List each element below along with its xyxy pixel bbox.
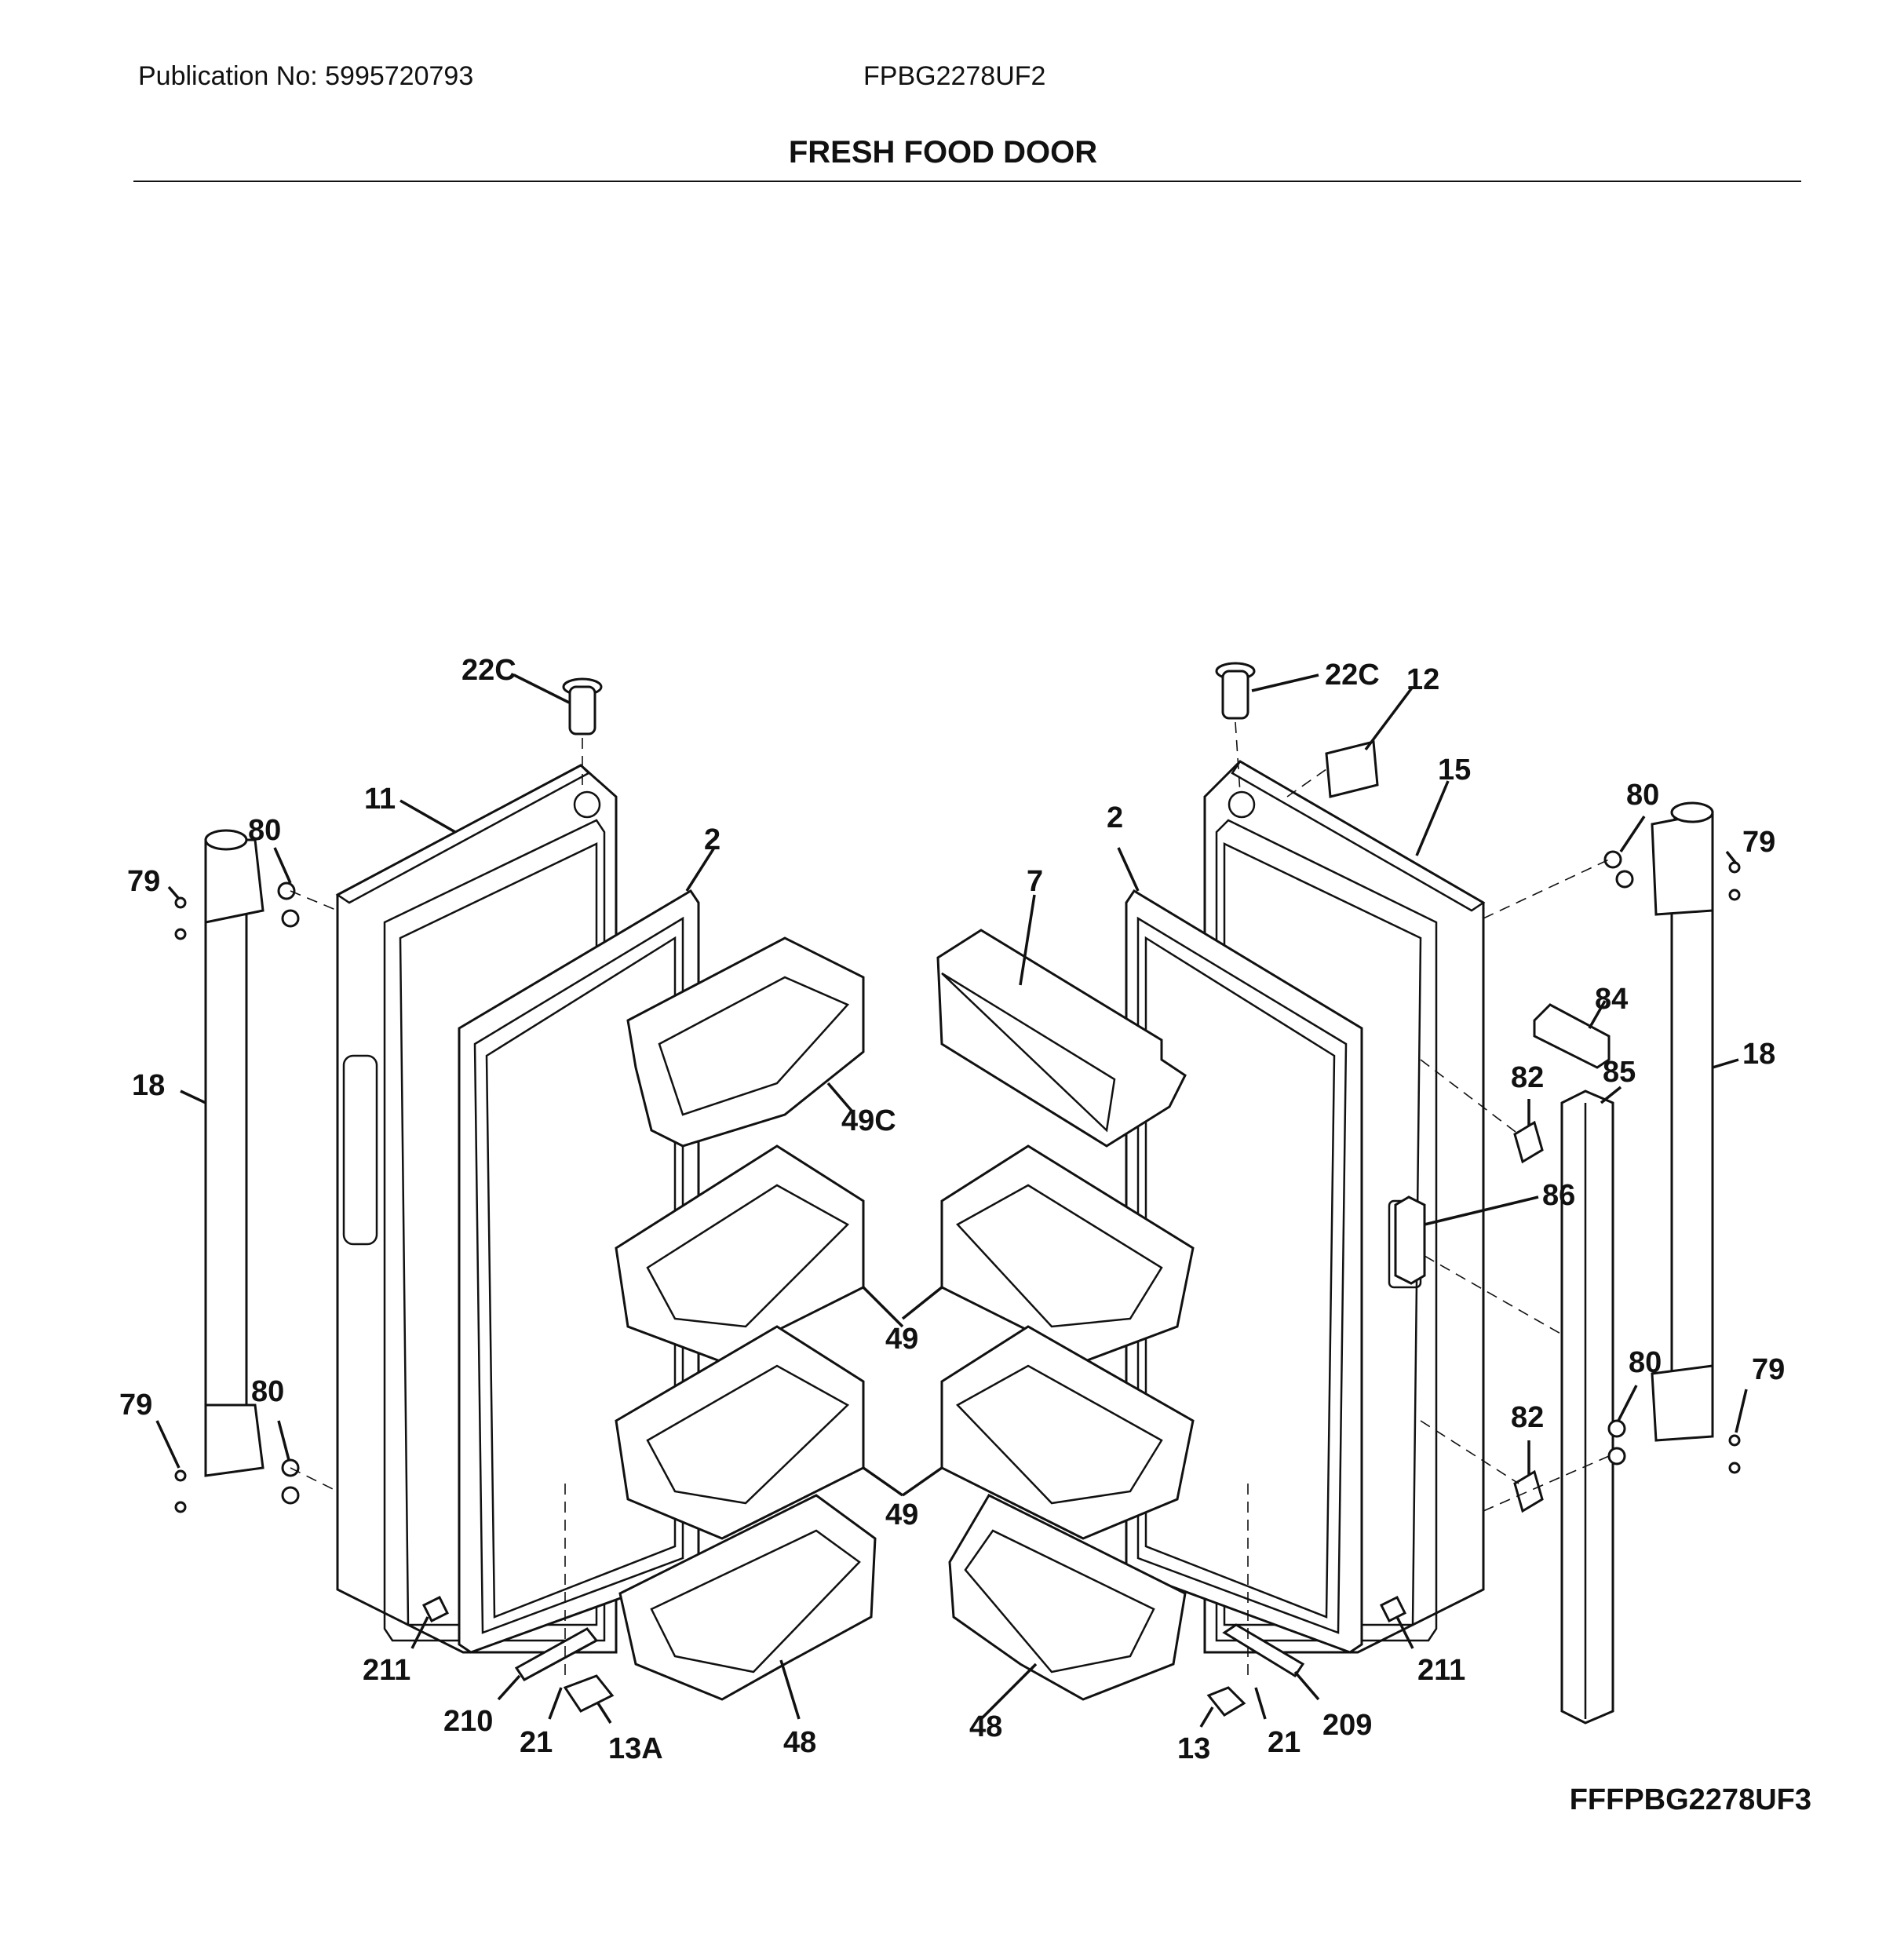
callout-7: 7 xyxy=(1027,865,1043,898)
bracket-86 xyxy=(1394,1195,1426,1285)
right-bottom-hinge-209 xyxy=(1206,1623,1305,1717)
guide-82-top xyxy=(1513,1120,1544,1164)
assembly-lines xyxy=(290,721,1610,1680)
callout-18-right: 18 xyxy=(1742,1038,1775,1071)
callout-2-left: 2 xyxy=(704,823,720,856)
left-bottom-hinge-210 xyxy=(514,1627,615,1713)
callout-18-left: 18 xyxy=(132,1069,165,1102)
right-handle-18 xyxy=(1651,801,1714,1442)
callout-49-upper: 49 xyxy=(885,1323,918,1356)
callout-82-top: 82 xyxy=(1511,1061,1544,1094)
callout-84: 84 xyxy=(1595,983,1628,1016)
callout-22c-right: 22C xyxy=(1325,659,1380,692)
diagram-title: FRESH FOOD DOOR xyxy=(788,135,1098,170)
callout-211-right: 211 xyxy=(1417,1654,1465,1687)
callout-11: 11 xyxy=(364,783,396,816)
callout-85: 85 xyxy=(1603,1056,1636,1089)
bin-49-right-lower xyxy=(940,1325,1195,1540)
callout-2-right: 2 xyxy=(1107,801,1123,834)
callout-82-bottom: 82 xyxy=(1511,1401,1544,1434)
header-rule xyxy=(133,181,1801,182)
callout-211-left: 211 xyxy=(363,1654,410,1687)
callout-21-left: 21 xyxy=(520,1726,553,1759)
leader-lines xyxy=(155,673,1748,1728)
callout-209: 209 xyxy=(1322,1709,1372,1742)
publication-number: Publication No: 5995720793 xyxy=(138,61,474,91)
bin-48-left xyxy=(618,1494,877,1701)
bin-7-right xyxy=(936,929,1187,1148)
guide-82-bottom xyxy=(1513,1469,1544,1513)
callout-79-top-left: 79 xyxy=(127,865,160,898)
callout-12: 12 xyxy=(1406,663,1439,696)
callout-210: 210 xyxy=(443,1705,493,1738)
callout-49c: 49C xyxy=(841,1104,896,1137)
callout-48-right: 48 xyxy=(969,1710,1002,1743)
callout-15: 15 xyxy=(1438,754,1471,787)
flipper-mullion-85 xyxy=(1560,1089,1614,1725)
callout-22c-left: 22C xyxy=(461,654,516,687)
callout-79-bottom-right: 79 xyxy=(1752,1353,1785,1386)
callout-79-top-right: 79 xyxy=(1742,826,1775,859)
left-handle-18 xyxy=(204,829,264,1477)
model-number: FPBG2278UF2 xyxy=(863,61,1046,91)
callout-79-bottom-left: 79 xyxy=(119,1389,152,1422)
hardware-small-parts xyxy=(174,850,1741,1623)
bin-49-right-upper xyxy=(940,1144,1195,1363)
callout-13a: 13A xyxy=(608,1732,663,1765)
bin-49-left-lower xyxy=(615,1325,865,1540)
callout-86: 86 xyxy=(1542,1179,1575,1212)
callout-13: 13 xyxy=(1177,1732,1210,1765)
bin-49c-left xyxy=(626,936,865,1148)
bin-49-left-upper xyxy=(615,1144,865,1363)
callout-labels: 22C 22C 12 11 15 2 2 7 80 79 80 79 18 18… xyxy=(119,654,1785,1765)
hinge-cover-84 xyxy=(1533,1003,1611,1069)
top-cap-22c-right xyxy=(1215,662,1256,720)
bin-48-right xyxy=(948,1494,1187,1701)
callout-80-bottom-right: 80 xyxy=(1629,1346,1662,1379)
callout-80-bottom-left: 80 xyxy=(251,1375,284,1408)
top-cap-22c-left xyxy=(562,677,603,735)
callout-49-lower: 49 xyxy=(885,1498,918,1531)
label-12 xyxy=(1325,740,1379,798)
figure-code: FFFPBG2278UF3 xyxy=(1569,1783,1811,1816)
callout-21-right: 21 xyxy=(1268,1726,1301,1759)
callout-80-top-right: 80 xyxy=(1626,779,1659,812)
callout-48-left: 48 xyxy=(783,1726,816,1759)
callout-80-top-left: 80 xyxy=(248,814,281,847)
